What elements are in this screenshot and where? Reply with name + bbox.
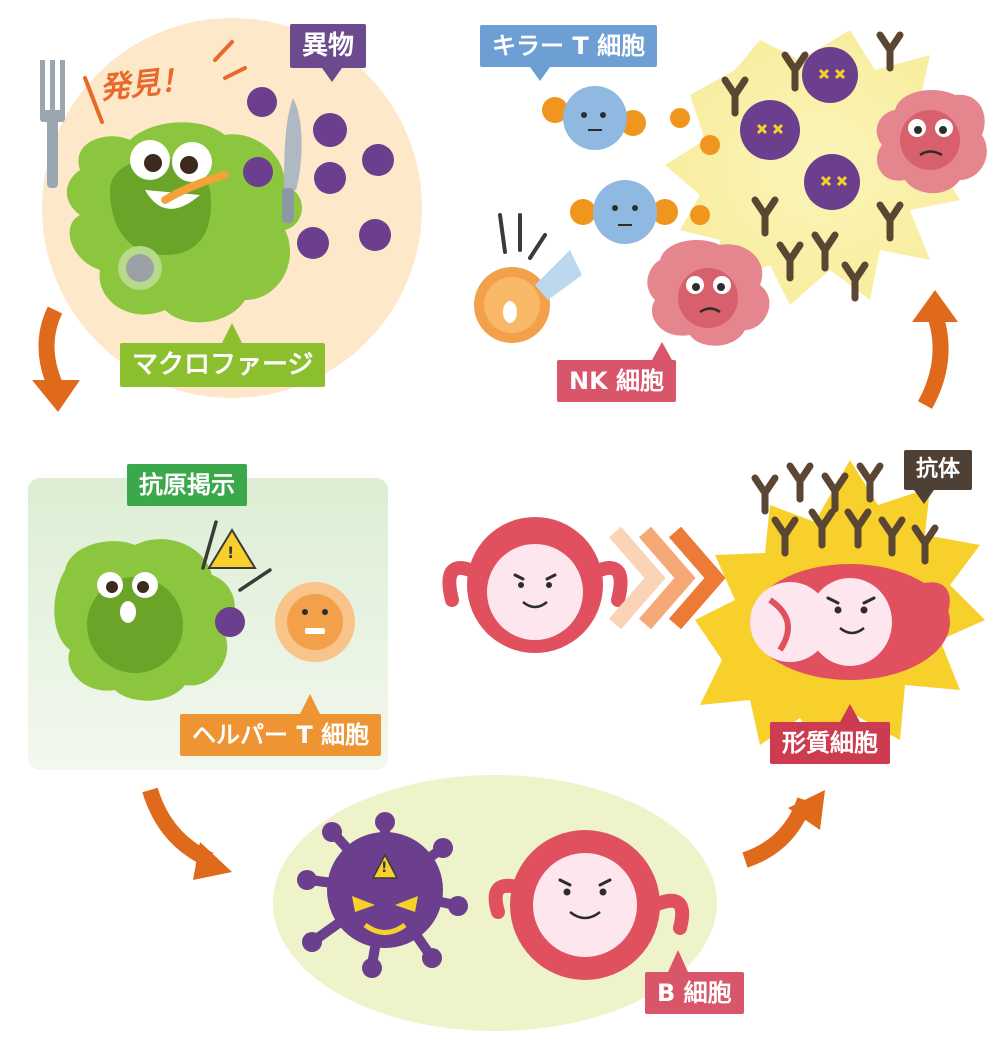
foreign-matter-viruses bbox=[243, 87, 394, 259]
killer-t-cell-upper bbox=[542, 86, 646, 150]
large-virus bbox=[297, 812, 468, 978]
macrophage-label-tail bbox=[222, 323, 242, 343]
antibodies-attack bbox=[721, 31, 904, 302]
b-cell-label-tail bbox=[668, 950, 688, 972]
warning-mark-antigen: ! bbox=[227, 543, 235, 562]
killer-t-label: キラー T 細胞 bbox=[480, 25, 658, 67]
plasma-cell-label-tail bbox=[840, 704, 860, 722]
plasma-cell bbox=[750, 564, 950, 680]
macrophage-label: マクロファージ bbox=[120, 343, 326, 387]
nk-cell-upper bbox=[876, 90, 987, 194]
arrow-macrophage-to-antigen bbox=[38, 306, 63, 389]
antigen-presentation-label: 抗原掲示 bbox=[127, 464, 247, 506]
chevron-arrows-icon bbox=[608, 526, 726, 630]
foreign-matter-label-tail bbox=[322, 68, 342, 82]
nk-label-tail bbox=[652, 342, 672, 360]
fork-icon bbox=[40, 60, 65, 188]
foreign-matter-label: 異物 bbox=[290, 24, 367, 68]
helper-t-label: ヘルパー T 細胞 bbox=[180, 714, 382, 756]
plasma-cell-label: 形質細胞 bbox=[770, 722, 890, 764]
virus-x-marks bbox=[756, 68, 848, 187]
killer-t-granules bbox=[670, 108, 720, 225]
nk-cell-lower bbox=[647, 240, 770, 346]
flow-arrow-heads bbox=[32, 290, 958, 880]
warning-icon-antigen bbox=[201, 520, 272, 592]
helper-t-cell bbox=[275, 582, 355, 662]
killer-t-cell-lower bbox=[570, 180, 678, 244]
helper-t-cell-megaphone bbox=[474, 213, 582, 343]
antibodies-produced bbox=[751, 462, 939, 565]
arrow-plasma-to-attack bbox=[917, 312, 949, 409]
helper-t-label-tail bbox=[300, 694, 320, 714]
b-cell-transforming bbox=[442, 517, 628, 653]
warning-mark-virus: ! bbox=[381, 860, 388, 876]
b-cell bbox=[488, 830, 690, 980]
antibody-label-tail bbox=[914, 490, 934, 504]
presenting-macrophage bbox=[54, 539, 245, 701]
killer-t-label-tail bbox=[530, 67, 550, 81]
b-cell-label: B 細胞 bbox=[645, 972, 744, 1014]
antibody-label: 抗体 bbox=[904, 450, 973, 490]
discovery-lines bbox=[83, 40, 247, 124]
nk-label: NK 細胞 bbox=[557, 360, 677, 402]
damaged-viruses bbox=[740, 47, 860, 210]
knife-icon bbox=[282, 98, 302, 223]
